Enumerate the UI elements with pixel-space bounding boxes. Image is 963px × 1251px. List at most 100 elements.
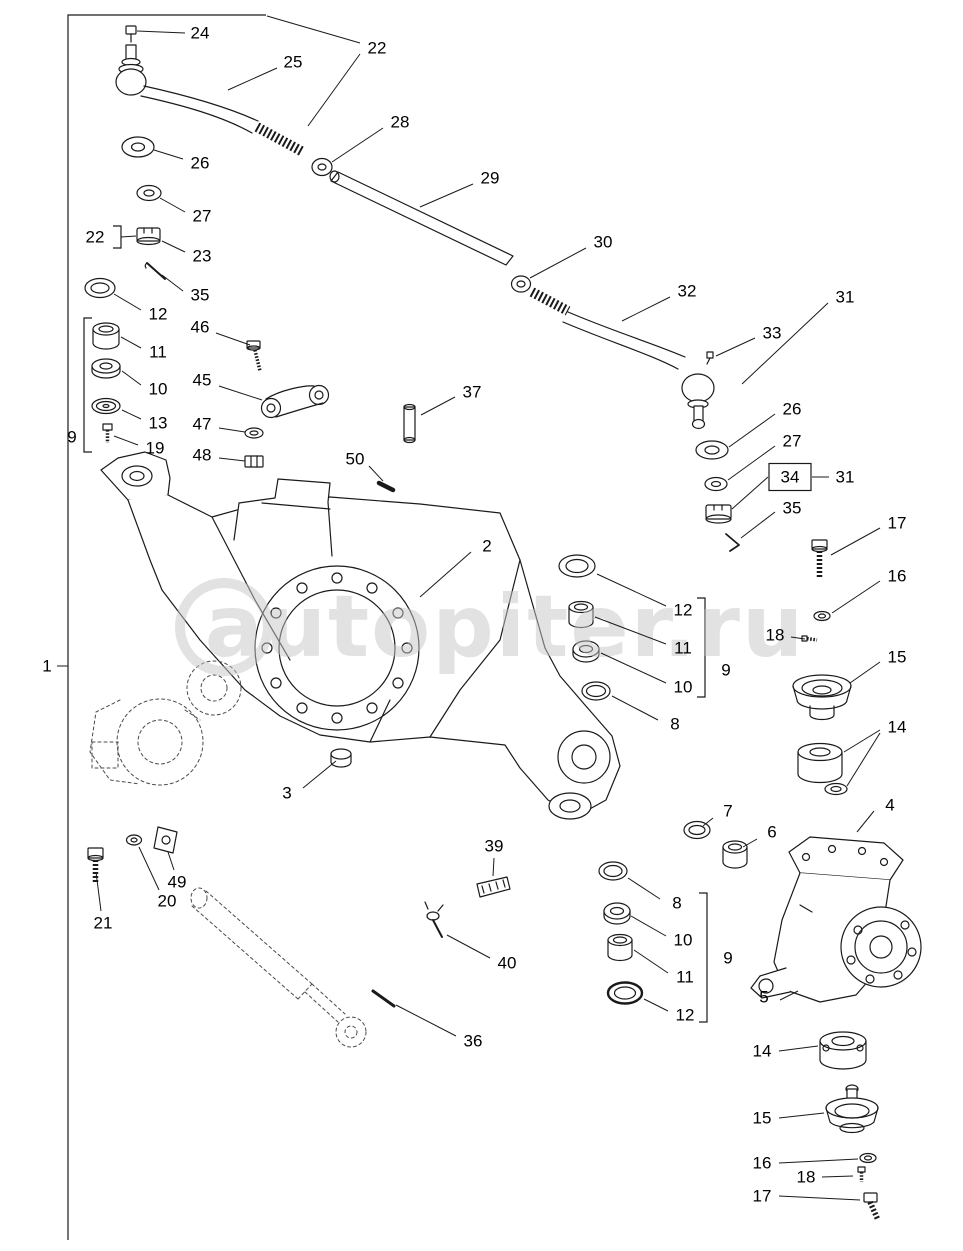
callout-9-left: 9 <box>67 428 76 447</box>
callout-17-a: 17 <box>888 514 907 533</box>
leader-line-15-a <box>849 661 881 684</box>
watermark-logo-ring <box>175 578 273 676</box>
leader-line-30 <box>529 247 587 279</box>
callout-20: 20 <box>158 892 177 911</box>
leader-line-26-a <box>153 149 184 160</box>
group-22-bracket <box>113 225 122 249</box>
bushing-11-left <box>92 322 120 350</box>
leader-line-20 <box>138 846 160 891</box>
callout-2: 2 <box>482 537 491 556</box>
leader-line-8-a <box>611 695 659 721</box>
ring-8-upper <box>581 681 611 701</box>
leader-line-48 <box>218 457 246 462</box>
seal-10-lower <box>603 902 631 925</box>
callout-12-c: 12 <box>676 1006 695 1025</box>
callout-3: 3 <box>282 784 291 803</box>
leader-line-47 <box>218 427 246 433</box>
bushing-11-lower <box>607 933 633 962</box>
callout-34: 34 <box>781 468 800 487</box>
leader-line-2 <box>419 551 472 598</box>
leader-line-22-mid <box>120 235 137 238</box>
washer-16-upper <box>813 610 831 622</box>
grease-fitting-33 <box>706 351 714 365</box>
leader-line-39 <box>492 857 495 877</box>
callout-10-c: 10 <box>674 931 693 950</box>
callout-10-a: 10 <box>149 380 168 399</box>
bearing-cup-14-lower <box>819 1031 867 1070</box>
group-1-bracket <box>67 14 266 1240</box>
axle-housing-2 <box>100 451 621 820</box>
leader-line-26-b <box>728 413 776 448</box>
screw-18-lower <box>857 1166 866 1182</box>
callout-26-a: 26 <box>191 154 210 173</box>
leader-line-35-b <box>740 511 776 539</box>
leader-line-25 <box>227 67 278 91</box>
callout-25: 25 <box>284 53 303 72</box>
castle-nut-34 <box>705 504 732 524</box>
pivot-pin-37 <box>403 403 416 444</box>
bearing-cup-14-upper <box>797 742 848 796</box>
leader-line-14-a <box>846 732 881 787</box>
leader-line-10-b <box>600 652 667 684</box>
leader-line-23 <box>161 240 186 253</box>
leader-line-40 <box>446 934 491 959</box>
nut-24 <box>125 25 137 43</box>
callout-8-b: 8 <box>672 894 681 913</box>
callout-22-top: 22 <box>368 39 387 58</box>
dowel-pin-50 <box>376 480 396 493</box>
callout-47: 47 <box>193 415 212 434</box>
washer-47 <box>244 427 264 439</box>
callout-37: 37 <box>463 383 482 402</box>
leader-line-3 <box>302 760 337 789</box>
group-9-bottom-bracket <box>699 892 708 1023</box>
cotter-pin-35-right <box>725 533 740 552</box>
washer-26-left <box>121 136 155 158</box>
leader-line-12-b <box>596 573 667 607</box>
leader-line-49 <box>167 851 175 871</box>
leader-line-27-b <box>727 445 776 481</box>
retainer-ring-12-upper <box>558 554 596 578</box>
leader-line-16-b <box>778 1158 859 1164</box>
callout-7: 7 <box>723 802 732 821</box>
callout-15-a: 15 <box>888 648 907 667</box>
seal-ring-12-left <box>84 277 116 299</box>
leader-line-29 <box>419 183 474 208</box>
kingpin-cap-15-upper <box>792 674 852 721</box>
bolt-17-lower <box>863 1192 881 1222</box>
callout-11-b: 11 <box>674 639 692 658</box>
nut-3 <box>330 748 352 768</box>
leader-line-14-a <box>843 729 881 753</box>
leader-line-27-a <box>159 197 186 213</box>
callout-30: 30 <box>594 233 613 252</box>
bolt-46 <box>246 340 262 372</box>
washer-26-right <box>695 440 729 460</box>
leader-line-32 <box>621 296 671 322</box>
leader-line-16-a <box>831 580 881 614</box>
callout-5: 5 <box>759 988 768 1007</box>
parts-linework <box>84 25 922 1222</box>
callout-27-a: 27 <box>193 207 212 226</box>
seal-washer-13 <box>91 397 121 415</box>
clamp-nut-30 <box>510 275 571 316</box>
leader-line-33 <box>715 337 756 357</box>
leader-line-22-top <box>266 15 361 44</box>
callout-1: 1 <box>42 657 51 676</box>
clamp-nut-28 <box>311 157 333 177</box>
leader-line-35-a <box>161 274 184 292</box>
leader-line-4 <box>856 810 875 833</box>
leader-line-11-b <box>594 616 667 645</box>
callout-box-34 <box>768 462 812 492</box>
washer-27-right <box>704 476 728 492</box>
leader-line-12-a <box>113 293 142 311</box>
leader-line-36 <box>395 1004 457 1037</box>
callout-35-b: 35 <box>783 499 802 518</box>
steering-lever-45 <box>260 384 330 419</box>
callout-11-a: 11 <box>149 343 167 362</box>
callout-24: 24 <box>191 24 210 43</box>
tie-rod-32 <box>562 311 715 430</box>
leader-line-21 <box>95 871 102 912</box>
bolt-19 <box>102 423 113 443</box>
callout-39: 39 <box>485 837 504 856</box>
washer-10-left <box>91 358 121 379</box>
